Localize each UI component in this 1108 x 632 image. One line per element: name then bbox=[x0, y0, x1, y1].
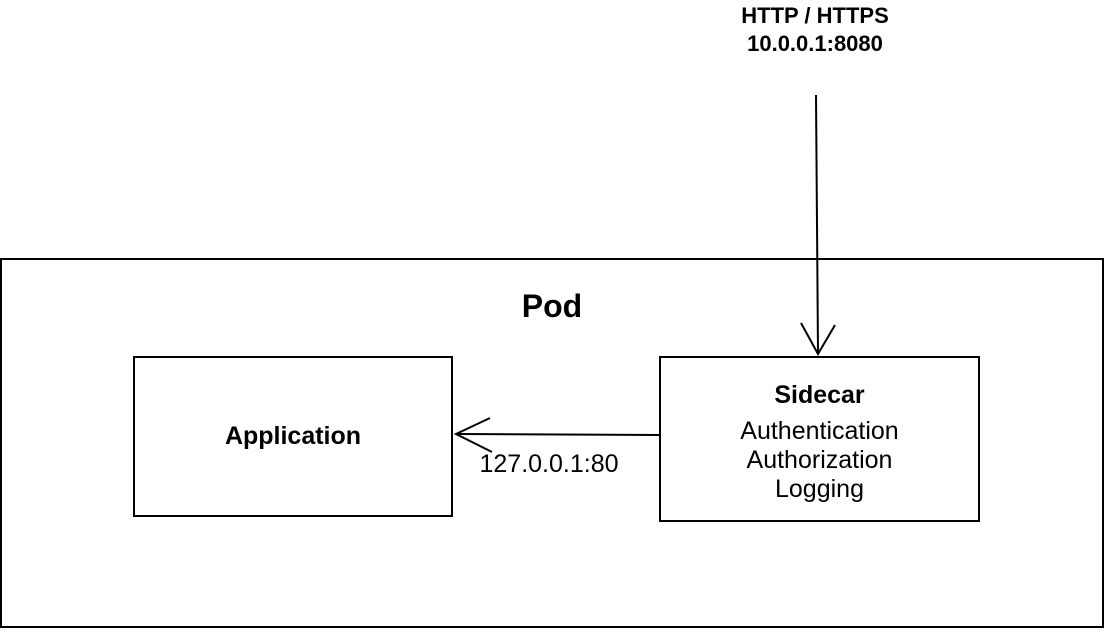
sidecar-feature-authorization: Authorization bbox=[746, 445, 893, 474]
sidecar-title: Sidecar bbox=[774, 380, 865, 409]
pod-title: Pod bbox=[521, 288, 583, 324]
external-traffic-label: HTTP / HTTPS 10.0.0.1:8080 bbox=[663, 2, 967, 58]
sidecar-feature-logging: Logging bbox=[775, 474, 864, 503]
sidecar-box: Sidecar Authentication Authorization Log… bbox=[659, 356, 980, 522]
application-label: Application bbox=[224, 422, 362, 450]
sidecar-feature-authentication: Authentication bbox=[740, 416, 899, 445]
connection-address-label: 127.0.0.1:80 bbox=[479, 450, 619, 478]
application-box: Application bbox=[133, 356, 453, 517]
protocol-label: HTTP / HTTPS bbox=[741, 3, 889, 28]
external-address-label: 10.0.0.1:8080 bbox=[747, 31, 883, 56]
